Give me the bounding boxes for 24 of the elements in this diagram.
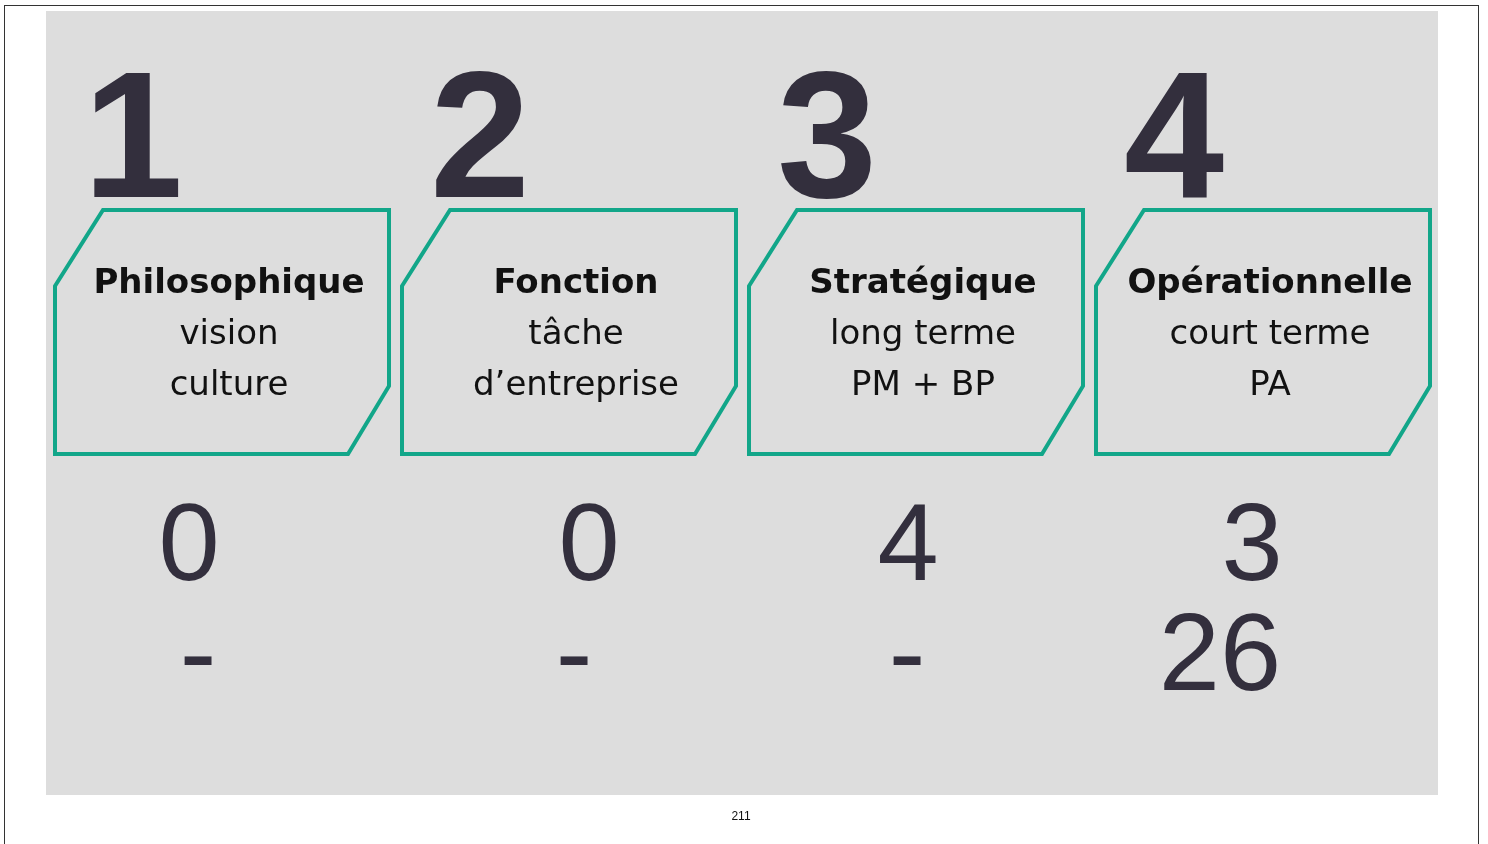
page-number: 211: [731, 809, 751, 823]
item-text: tâche d’entreprise: [472, 311, 680, 405]
count-number: 3: [1221, 487, 1283, 597]
step-number: 3: [777, 45, 878, 225]
dash-text: -: [888, 597, 926, 707]
heading: Fonction: [492, 260, 660, 303]
step-number: 2: [430, 45, 531, 225]
item-text: long terme: [829, 311, 1017, 354]
item-text: PA: [1248, 362, 1292, 405]
count-number: 0: [158, 487, 220, 597]
item-text: vision: [178, 311, 280, 354]
heading: Opérationnelle: [1126, 260, 1414, 303]
count-number: 4: [877, 487, 939, 597]
item-text: court terme: [1168, 311, 1372, 354]
step-number: 1: [83, 45, 184, 225]
heading: Stratégique: [808, 260, 1038, 303]
item-text: PM + BP: [850, 362, 996, 405]
dash-text: -: [179, 597, 217, 707]
step-number: 4: [1124, 45, 1225, 225]
item-text: culture: [168, 362, 290, 405]
count-number: 0: [558, 487, 620, 597]
count-number: 26: [1158, 597, 1282, 707]
heading: Philosophique: [92, 260, 366, 303]
dash-text: -: [555, 597, 593, 707]
